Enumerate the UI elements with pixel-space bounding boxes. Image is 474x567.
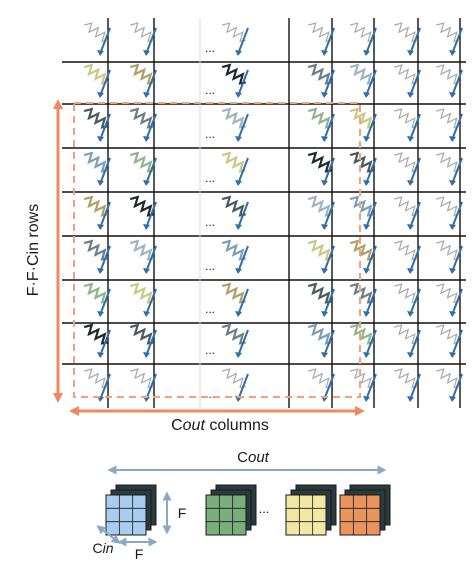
memristor-cell [221,195,249,230]
memristor-cell [307,195,335,230]
memristor-cell [436,196,463,230]
memristor-cell [394,22,421,56]
memristor-cell [436,108,463,142]
memristor-cell [129,107,157,142]
memristor-cell [222,22,249,56]
memristor-cell [350,368,377,402]
memristor-cell [436,324,463,358]
column-ellipses: ........................... [205,41,215,401]
row-ellipsis: ... [205,387,215,401]
f-height-label: F [178,505,187,521]
kernel-ellipsis: ... [259,501,270,516]
memristor-cell [307,282,335,317]
memristor-cell [129,282,157,317]
memristor-cell [436,152,463,186]
cout-label: Cout [237,449,270,466]
memristor-cell [394,324,421,358]
row-ellipsis: ... [205,83,215,97]
memristor-cell [394,283,421,317]
memristor-cell [129,323,157,358]
row-ellipsis: ... [205,171,215,185]
f-width-label: F [135,546,144,562]
memristor-cell [221,323,249,358]
memristor-cell [222,368,249,402]
memristor-cell [307,107,335,142]
crossbar-cells [83,22,463,402]
columns-axis-label: Cout columns [171,417,269,434]
rows-axis-label: F·F·Cin rows [25,204,42,296]
memristor-cell [436,368,463,402]
memristor-cell [129,195,157,230]
memristor-cell [349,195,377,230]
memristor-cell [307,323,335,358]
memristor-cell [83,195,111,230]
memristor-cell [349,107,377,142]
memristor-cell [349,63,377,98]
crossbar-grid-lines [62,18,466,408]
memristor-cell [83,63,111,98]
row-ellipsis: ... [205,215,215,229]
memristor-cell [436,22,463,56]
memristor-cell [83,107,111,142]
memristor-cell [394,108,421,142]
memristor-cell [350,22,377,56]
memristor-cell [129,63,157,98]
memristor-cell [436,240,463,274]
memristor-cell [349,151,377,186]
memristor-cell [83,323,111,358]
memristor-cell [394,152,421,186]
memristor-cell [349,282,377,317]
memristor-cell [349,323,377,358]
kernel-blue-stack [105,484,157,536]
memristor-cell [83,282,111,317]
kernel-stacks [105,484,391,536]
kernel-green-stack [205,484,257,536]
memristor-cell [394,240,421,274]
crossbar-array: ........................... [62,18,466,408]
memristor-cell [221,282,249,317]
memristor-cell [394,368,421,402]
memristor-cell [394,196,421,230]
memristor-cell [307,151,335,186]
kernel-mapping-highlight-box [73,102,361,398]
memristor-cell [130,22,157,56]
memristor-cell [129,151,157,186]
memristor-cell [307,63,335,98]
cin-depth-arrow [96,525,121,544]
memristor-cell [83,239,111,274]
row-ellipsis: ... [205,343,215,357]
memristor-cell [436,283,463,317]
cin-label: Cin [92,540,113,556]
kernel-orange-stack [339,484,391,536]
row-ellipsis: ... [205,259,215,273]
memristor-cell [83,151,111,186]
kernel-yellow-stack [285,484,337,536]
memristor-cell [221,239,249,274]
row-ellipsis: ... [205,302,215,316]
memristor-cell [308,22,335,56]
row-ellipsis: ... [205,127,215,141]
row-ellipsis: ... [205,41,215,55]
memristor-cell [307,239,335,274]
memristor-cell [129,239,157,274]
memristor-cell [436,64,463,98]
memristor-cell [349,239,377,274]
memristor-cell [394,64,421,98]
memristor-cell [221,107,249,142]
memristor-cell [221,63,249,98]
memristor-cell [221,151,249,186]
memristor-cell [84,22,111,56]
